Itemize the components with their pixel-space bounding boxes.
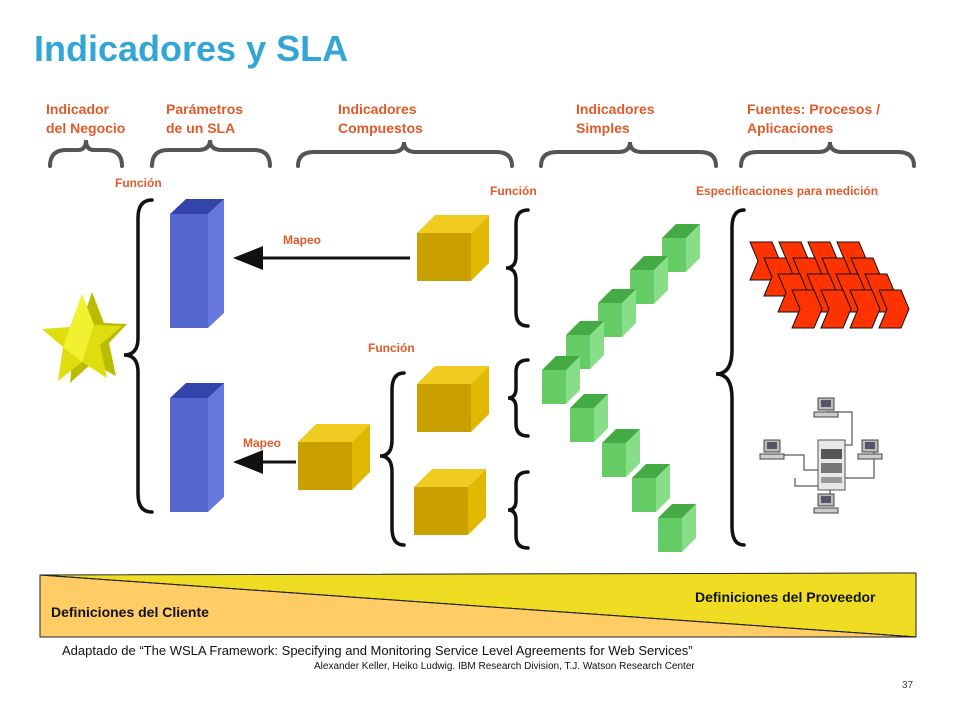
computer-icon	[857, 439, 883, 460]
simple-indicator-cube	[658, 504, 696, 552]
brace-top-indicador	[48, 139, 124, 168]
simple-indicator-cube	[542, 356, 580, 404]
header-indicadores-compuestos: Indicadores Compuestos	[338, 100, 423, 138]
label-mapeo-1: Mapeo	[283, 233, 322, 247]
brace-top-fuentes	[739, 141, 916, 168]
measurement-shape	[878, 289, 910, 329]
header-line: de un SLA	[166, 120, 236, 136]
header-line: del Negocio	[46, 120, 126, 136]
star-icon	[42, 292, 127, 383]
composite-indicator-cube-1	[417, 215, 489, 281]
simple-indicator-cube	[570, 394, 608, 442]
simple-indicator-cube	[632, 464, 670, 512]
brace-left-simples-top	[505, 208, 530, 328]
label-funcion-3: Función	[368, 341, 415, 355]
computer-icon	[759, 439, 785, 460]
composite-indicator-cube-4	[414, 469, 486, 535]
label-especificaciones: Especificaciones para medición	[696, 184, 879, 198]
simple-indicator-cubes	[542, 224, 700, 552]
simple-indicator-cube	[630, 256, 668, 304]
measurement-shape	[791, 289, 823, 329]
header-line: Indicador	[46, 101, 110, 117]
credit-line-2: Alexander Keller, Heiko Ludwig. IBM Rese…	[314, 661, 695, 672]
measurement-shape	[849, 289, 881, 329]
brace-left-fuentes	[715, 208, 746, 547]
header-line: Aplicaciones	[747, 120, 834, 136]
composite-indicator-cube-2	[298, 424, 370, 490]
header-line: Compuestos	[338, 120, 423, 136]
brace-left-simples-mid	[507, 358, 530, 438]
brace-left-main	[123, 198, 154, 514]
header-line: Parámetros	[166, 101, 244, 117]
network-diagram-icon	[759, 397, 883, 514]
server-icon	[817, 439, 846, 491]
computer-icon	[813, 397, 839, 418]
label-funcion-1: Función	[115, 176, 162, 190]
header-line: Simples	[576, 120, 630, 136]
header-parametros-sla: Parámetros de un SLA	[166, 100, 243, 138]
sla-parameter-block-2	[170, 383, 224, 512]
computer-icon	[813, 493, 839, 514]
composite-indicator-cube-3	[417, 366, 489, 432]
header-line: Indicadores	[576, 101, 655, 117]
header-fuentes: Fuentes: Procesos / Aplicaciones	[747, 100, 880, 138]
header-line: Indicadores	[338, 101, 417, 117]
measurement-spec-shapes	[749, 241, 910, 329]
page-number: 37	[902, 680, 914, 691]
label-funcion-2: Función	[490, 184, 537, 198]
page-title: Indicadores y SLA	[34, 28, 349, 69]
simple-indicator-cube	[602, 429, 640, 477]
brace-left-compuestos	[379, 371, 406, 547]
brace-left-simples-bottom	[507, 470, 530, 550]
label-mapeo-2: Mapeo	[243, 436, 282, 450]
band-label-cliente: Definiciones del Cliente	[51, 604, 209, 620]
sla-parameter-block-1	[170, 199, 224, 328]
header-line: Fuentes: Procesos /	[747, 101, 881, 117]
brace-top-parametros	[150, 139, 272, 168]
header-indicadores-simples: Indicadores Simples	[576, 100, 655, 138]
brace-top-simples	[539, 141, 718, 168]
header-indicador-negocio: Indicador del Negocio	[46, 100, 125, 138]
credit-line-1: Adaptado de “The WSLA Framework: Specify…	[62, 643, 693, 658]
brace-top-compuestos	[296, 141, 514, 168]
band-label-proveedor: Definiciones del Proveedor	[695, 589, 876, 605]
measurement-shape	[820, 289, 852, 329]
